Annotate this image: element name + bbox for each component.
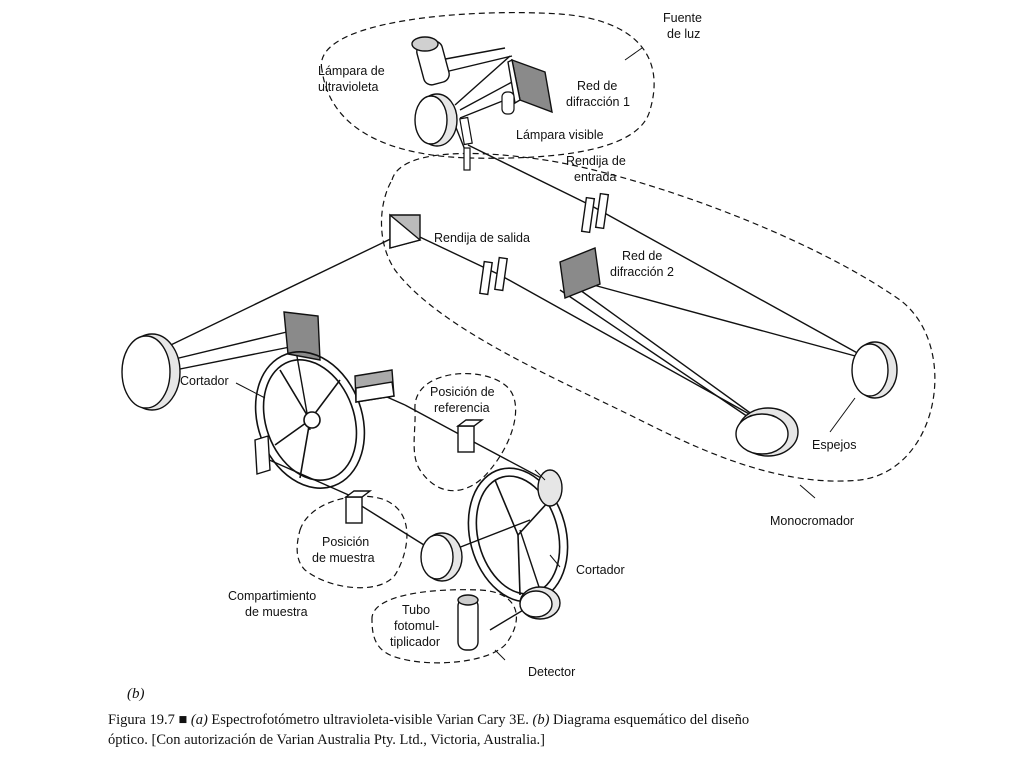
caption-mid: Espectrofotómetro ultravioleta-visible V… bbox=[207, 712, 533, 728]
figure-caption-line2: óptico. [Con autorización de Varian Aust… bbox=[108, 732, 545, 748]
optical-diagram: Fuente de luz Lámpara de ultravioleta Re… bbox=[121, 11, 936, 679]
label-cortador-2: Cortador bbox=[576, 563, 625, 577]
label-lampara-visible: Lámpara visible bbox=[516, 128, 604, 142]
label-fuente-de-luz: Fuente bbox=[663, 11, 702, 25]
chopper-1-side-mirror bbox=[254, 435, 271, 475]
chopper-mirror-top bbox=[283, 311, 321, 361]
label-posicion-muestra: Posición bbox=[322, 535, 369, 549]
label-posicion-referencia: Posición de bbox=[430, 385, 495, 399]
label-tubo-3: tiplicador bbox=[390, 635, 440, 649]
label-rendija-entrada: Rendija de bbox=[566, 154, 626, 168]
detector-mirror bbox=[519, 586, 561, 620]
source-slit bbox=[459, 116, 473, 171]
reference-prism bbox=[354, 369, 395, 403]
uv-lamp bbox=[411, 36, 450, 86]
label-lampara-uv: Lámpara de bbox=[318, 64, 385, 78]
label-posicion-muestra-2: de muestra bbox=[312, 551, 375, 565]
grating-2 bbox=[559, 247, 601, 299]
label-tubo: Tubo bbox=[402, 603, 430, 617]
grating-1 bbox=[507, 58, 553, 114]
label-espejos: Espejos bbox=[812, 438, 856, 452]
mirror-center bbox=[420, 532, 463, 582]
caption-end: Diagrama esquemático del diseño bbox=[549, 712, 750, 728]
monochromator-mirror-1 bbox=[851, 341, 898, 399]
label-rendija-entrada-2: entrada bbox=[574, 170, 616, 184]
panel-letter: (b) bbox=[127, 686, 145, 702]
label-lampara-uv-2: ultravioleta bbox=[318, 80, 378, 94]
monochromator-mirror-2 bbox=[735, 407, 799, 457]
label-detector: Detector bbox=[528, 665, 575, 679]
reference-cuvette bbox=[455, 419, 485, 453]
monochromator-enclosure bbox=[380, 152, 936, 482]
light-rays bbox=[149, 47, 871, 631]
label-rendija-salida: Rendija de salida bbox=[434, 231, 530, 245]
chopper-1 bbox=[254, 351, 366, 489]
label-red-difraccion-2: Red de bbox=[622, 249, 662, 263]
chopper-2-mirror-top bbox=[537, 469, 563, 507]
label-red-difraccion-2-2: difracción 2 bbox=[610, 265, 674, 279]
label-red-difraccion-1: Red de bbox=[577, 79, 617, 93]
visible-lamp bbox=[501, 91, 515, 115]
label-posicion-referencia-2: referencia bbox=[434, 401, 490, 415]
light-source-enclosure bbox=[320, 11, 655, 159]
label-compartimiento-2: de muestra bbox=[245, 605, 308, 619]
caption-a: (a) bbox=[190, 712, 208, 728]
label-compartimiento: Compartimiento bbox=[228, 589, 316, 603]
entrance-slit bbox=[580, 192, 610, 234]
caption-prefix: Figura 19.7 ■ bbox=[108, 712, 191, 728]
figure-caption-line1: Figura 19.7 ■ (a) Espectrofotómetro ultr… bbox=[108, 712, 749, 729]
label-monocromador: Monocromador bbox=[770, 514, 854, 528]
label-red-difraccion-1-2: difracción 1 bbox=[566, 95, 630, 109]
labels: Fuente de luz Lámpara de ultravioleta Re… bbox=[180, 11, 856, 679]
source-mirror bbox=[414, 93, 458, 147]
exit-slit bbox=[479, 256, 508, 296]
label-fuente-de-luz-2: de luz bbox=[667, 27, 700, 41]
left-mirror bbox=[121, 333, 181, 411]
detector-enclosure bbox=[371, 589, 518, 664]
label-tubo-2: fotomul- bbox=[394, 619, 439, 633]
exit-mirror-prism bbox=[389, 213, 422, 249]
reference-position-enclosure bbox=[413, 373, 517, 492]
photomultiplier-tube bbox=[457, 594, 479, 651]
sample-cuvette bbox=[343, 490, 373, 524]
label-cortador-1: Cortador bbox=[180, 374, 229, 388]
caption-b: (b) bbox=[532, 712, 550, 728]
leader-lines bbox=[235, 47, 856, 661]
